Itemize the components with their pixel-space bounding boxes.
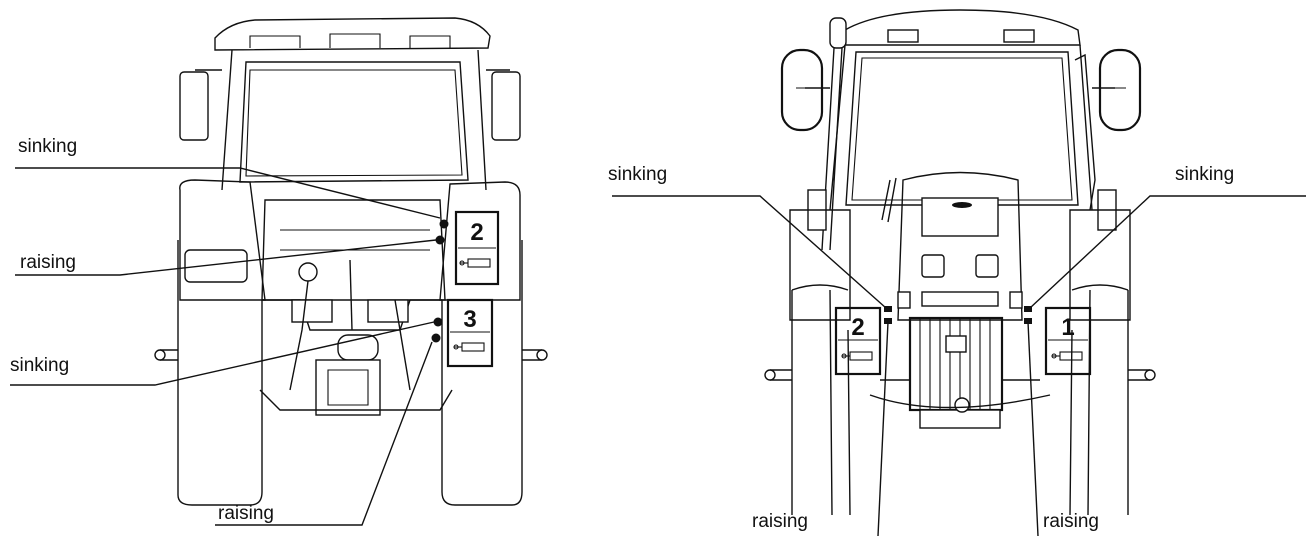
plate-3-rear: 3 — [446, 298, 494, 368]
leader-line — [15, 239, 437, 276]
outlet — [1024, 306, 1032, 312]
outlet-dot — [435, 235, 445, 245]
cylinder-icon — [1051, 351, 1083, 361]
outlet — [1024, 318, 1032, 324]
plate-number: 2 — [470, 219, 483, 246]
label-raising: raising — [1043, 511, 1099, 532]
leader-line — [215, 341, 433, 526]
outlet-dot — [439, 219, 449, 229]
label-sinking: sinking — [1175, 164, 1234, 185]
outlet-dot — [431, 333, 441, 343]
cylinder-icon — [841, 351, 873, 361]
leader-line — [877, 321, 889, 537]
label-sinking: sinking — [18, 136, 77, 157]
outlet — [884, 318, 892, 324]
leader-line — [15, 167, 441, 219]
outlet — [884, 306, 892, 312]
plate-2-rear: 2 — [454, 210, 500, 286]
label-sinking: sinking — [10, 355, 69, 376]
plate-1-front: 1 — [1044, 306, 1092, 376]
leader-line — [1027, 321, 1039, 537]
plate-number: 2 — [851, 314, 864, 341]
tractor-front-view — [764, 9, 1156, 516]
outlet-dot — [433, 317, 443, 327]
label-raising: raising — [752, 511, 808, 532]
plate-2-front: 2 — [834, 306, 882, 376]
label-raising: raising — [218, 503, 274, 524]
label-raising: raising — [20, 252, 76, 273]
cylinder-icon — [459, 258, 491, 268]
plate-number: 3 — [463, 306, 476, 333]
leader-line — [612, 195, 887, 309]
plate-number: 1 — [1061, 314, 1074, 341]
label-sinking: sinking — [608, 164, 667, 185]
cylinder-icon — [453, 342, 485, 352]
tractor-rear-view — [154, 17, 548, 506]
leader-line — [10, 321, 435, 386]
leader-line — [1029, 195, 1306, 309]
